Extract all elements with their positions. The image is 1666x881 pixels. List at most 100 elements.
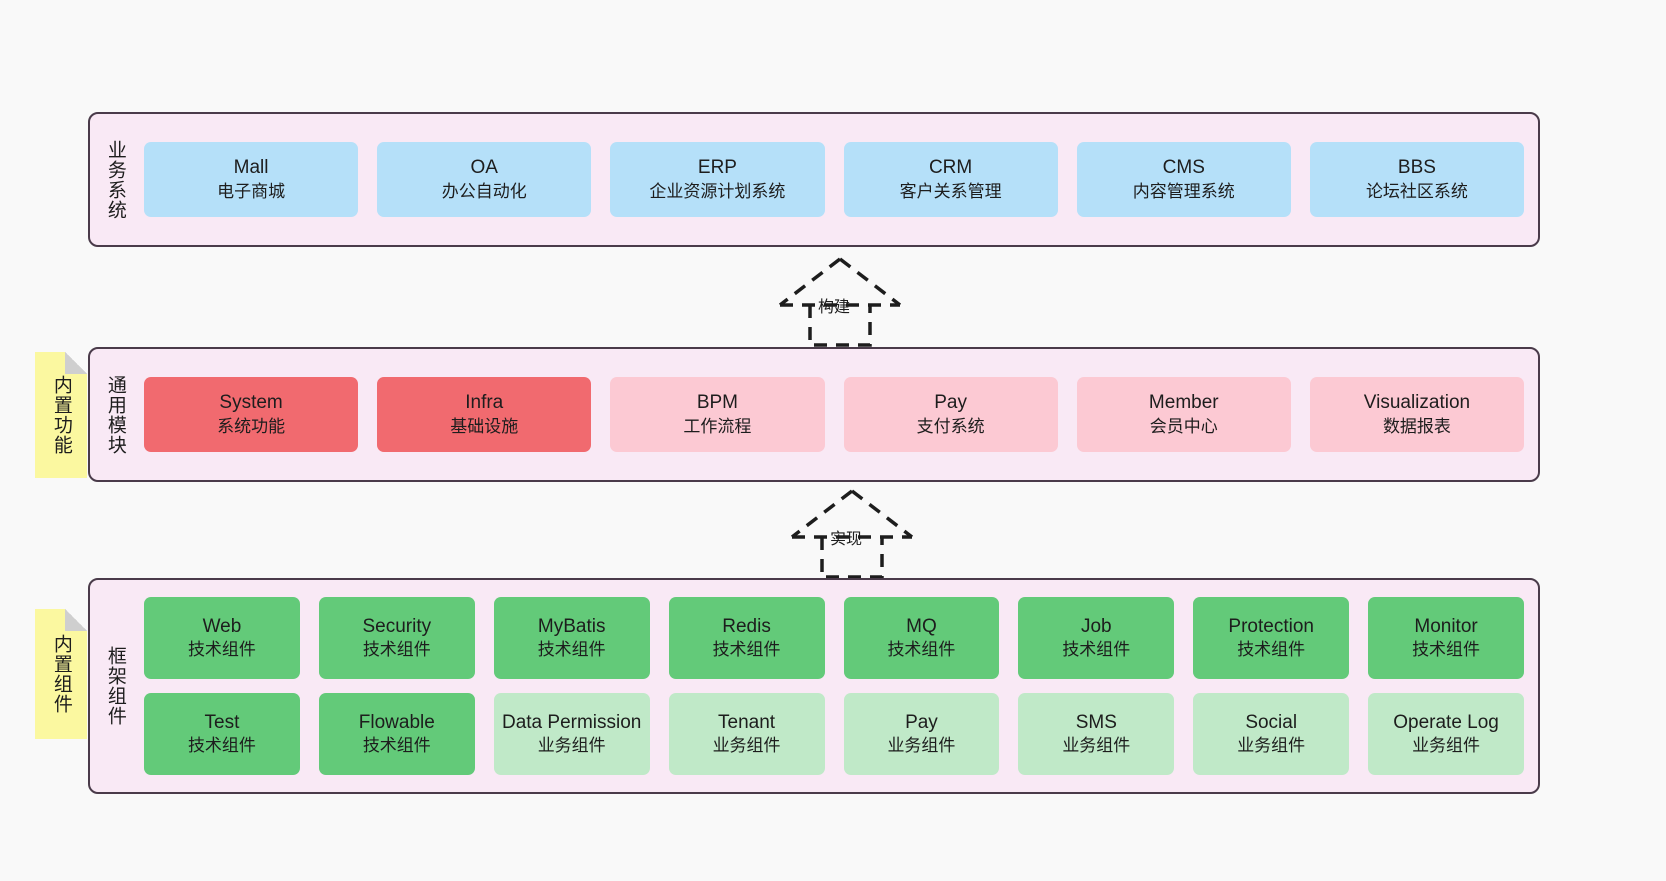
card-subtitle: 论坛社区系统 <box>1365 181 1468 201</box>
card-subtitle: 电子商城 <box>217 181 286 201</box>
card-title: Infra <box>465 392 504 414</box>
card-title: Web <box>202 615 242 637</box>
connector-build-label: 构建 <box>818 299 851 316</box>
card-cms[interactable]: CMS 内容管理系统 <box>1076 142 1291 217</box>
note-builtin-component: 内置组件 <box>35 609 87 739</box>
card-title: Social <box>1245 711 1298 733</box>
card-subtitle: 业务组件 <box>1237 736 1306 756</box>
card-mybatis[interactable]: MyBatis 技术组件 <box>493 597 650 679</box>
card-protection[interactable]: Protection 技术组件 <box>1193 597 1350 679</box>
connector-implement-label: 实现 <box>830 531 863 548</box>
card-title: System <box>219 392 283 414</box>
card-subtitle: 支付系统 <box>916 416 985 436</box>
card-subtitle: 技术组件 <box>362 736 431 756</box>
card-subtitle: 业务组件 <box>712 736 781 756</box>
card-data-permission[interactable]: Data Permission 业务组件 <box>493 693 650 775</box>
card-title: Job <box>1080 615 1112 637</box>
card-subtitle: 工作流程 <box>683 416 752 436</box>
card-subtitle: 办公自动化 <box>441 181 527 201</box>
card-security[interactable]: Security 技术组件 <box>318 597 475 679</box>
card-title: Operate Log <box>1393 711 1499 733</box>
card-visualization[interactable]: Visualization 数据报表 <box>1309 377 1525 452</box>
card-title: Data Permission <box>501 711 642 733</box>
card-pay-module[interactable]: Pay 支付系统 <box>843 377 1058 452</box>
card-title: Redis <box>722 615 771 637</box>
card-monitor[interactable]: Monitor 技术组件 <box>1368 597 1524 679</box>
card-title: MQ <box>906 615 937 637</box>
card-job[interactable]: Job 技术组件 <box>1018 597 1175 679</box>
note-builtin-component-label: 内置组件 <box>50 634 72 714</box>
card-bpm[interactable]: BPM 工作流程 <box>610 377 825 452</box>
card-subtitle: 技术组件 <box>1062 640 1131 660</box>
card-subtitle: 基础设施 <box>450 416 519 436</box>
card-subtitle: 技术组件 <box>1412 640 1481 660</box>
card-title: Mall <box>233 157 269 179</box>
card-subtitle: 客户关系管理 <box>899 181 1002 201</box>
card-subtitle: 企业资源计划系统 <box>649 181 786 201</box>
card-title: SMS <box>1075 711 1117 733</box>
card-social[interactable]: Social 业务组件 <box>1193 693 1350 775</box>
card-operate-log[interactable]: Operate Log 业务组件 <box>1368 693 1524 775</box>
card-redis[interactable]: Redis 技术组件 <box>668 597 825 679</box>
layer-business-system: 业务系统 Mall 电子商城 OA 办公自动化 ERP 企业资源计划系统 CRM… <box>88 112 1540 247</box>
card-test[interactable]: Test 技术组件 <box>144 693 300 775</box>
card-title: CRM <box>928 157 973 179</box>
layer-title-common-module: 通用模块 <box>104 374 126 455</box>
card-mq[interactable]: MQ 技术组件 <box>843 597 1000 679</box>
card-bbs[interactable]: BBS 论坛社区系统 <box>1309 142 1525 217</box>
layer-title-framework-component: 框架组件 <box>104 646 126 726</box>
card-title: Test <box>204 711 240 733</box>
card-flowable[interactable]: Flowable 技术组件 <box>318 693 475 775</box>
card-system[interactable]: System 系统功能 <box>144 377 359 452</box>
card-title: ERP <box>697 157 737 179</box>
card-mall[interactable]: Mall 电子商城 <box>144 142 359 217</box>
card-sms[interactable]: SMS 业务组件 <box>1018 693 1175 775</box>
card-subtitle: 业务组件 <box>1412 736 1481 756</box>
card-title: Visualization <box>1363 392 1471 414</box>
card-erp[interactable]: ERP 企业资源计划系统 <box>610 142 825 217</box>
card-subtitle: 技术组件 <box>362 640 431 660</box>
card-title: MyBatis <box>537 615 606 637</box>
layer-common-module: 通用模块 System 系统功能 Infra 基础设施 BPM 工作流程 Pay… <box>88 347 1540 482</box>
framework-business-row: Test 技术组件 Flowable 技术组件 Data Permission … <box>144 693 1524 775</box>
card-title: OA <box>470 157 498 179</box>
card-title: Tenant <box>718 711 776 733</box>
card-subtitle: 业务组件 <box>1062 736 1131 756</box>
layer-body-common-module: System 系统功能 Infra 基础设施 BPM 工作流程 Pay 支付系统… <box>140 349 1538 480</box>
card-subtitle: 技术组件 <box>537 640 606 660</box>
card-subtitle: 数据报表 <box>1382 416 1451 436</box>
common-card-row: System 系统功能 Infra 基础设施 BPM 工作流程 Pay 支付系统… <box>144 377 1525 452</box>
card-member[interactable]: Member 会员中心 <box>1076 377 1291 452</box>
card-subtitle: 内容管理系统 <box>1132 181 1235 201</box>
card-title: Pay <box>905 711 938 733</box>
card-crm[interactable]: CRM 客户关系管理 <box>843 142 1058 217</box>
card-subtitle: 业务组件 <box>537 736 606 756</box>
card-title: Monitor <box>1414 615 1478 637</box>
card-subtitle: 技术组件 <box>187 736 256 756</box>
card-title: Member <box>1148 392 1219 414</box>
card-subtitle: 技术组件 <box>712 640 781 660</box>
card-oa[interactable]: OA 办公自动化 <box>377 142 592 217</box>
note-builtin-function: 内置功能 <box>35 352 87 478</box>
layer-framework-component: 框架组件 Web 技术组件 Security 技术组件 MyBatis 技术组件… <box>88 578 1540 794</box>
connector-implement: 实现 <box>752 485 952 580</box>
card-pay-component[interactable]: Pay 业务组件 <box>843 693 1000 775</box>
connector-build: 构建 <box>740 253 940 348</box>
card-tenant[interactable]: Tenant 业务组件 <box>668 693 825 775</box>
card-title: Pay <box>934 392 967 414</box>
card-infra[interactable]: Infra 基础设施 <box>377 377 592 452</box>
card-web[interactable]: Web 技术组件 <box>144 597 300 679</box>
card-subtitle: 技术组件 <box>187 640 256 660</box>
layer-body-business-system: Mall 电子商城 OA 办公自动化 ERP 企业资源计划系统 CRM 客户关系… <box>140 114 1538 245</box>
card-subtitle: 系统功能 <box>217 416 286 436</box>
card-subtitle: 会员中心 <box>1149 416 1218 436</box>
card-subtitle: 技术组件 <box>887 640 956 660</box>
card-title: Protection <box>1228 615 1314 637</box>
card-title: Flowable <box>358 711 435 733</box>
card-title: BPM <box>696 392 739 414</box>
card-subtitle: 业务组件 <box>887 736 956 756</box>
layer-body-framework-component: Web 技术组件 Security 技术组件 MyBatis 技术组件 Redi… <box>140 580 1538 792</box>
framework-tech-row: Web 技术组件 Security 技术组件 MyBatis 技术组件 Redi… <box>144 597 1524 679</box>
layer-title-business-system: 业务系统 <box>104 139 126 220</box>
